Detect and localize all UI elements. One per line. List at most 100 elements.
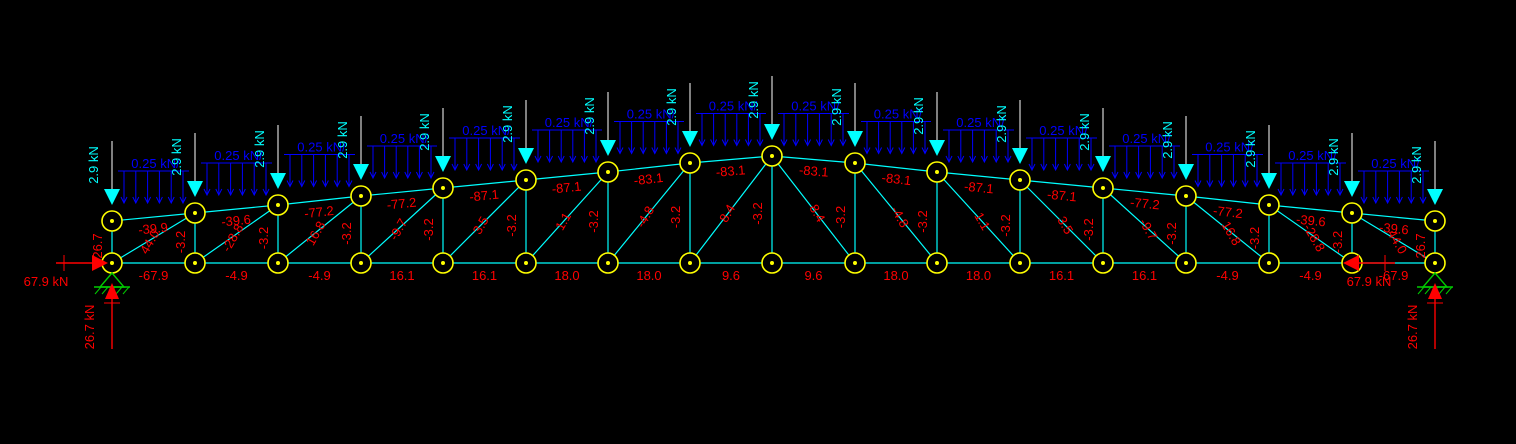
udl-arrowhead [1384,196,1392,205]
joint-center [276,261,280,265]
member-force-labels: -67.9-39.944.0-4.9-39.6-28.8-4.9-77.216.… [90,162,1428,283]
udl-arrowhead [427,171,435,180]
top-chord-member [1268,204,1353,214]
vertical-reaction-arrowhead [105,283,119,299]
udl-arrowhead [227,188,235,197]
udl-arrowhead [298,180,306,188]
udl-arrowhead [1052,163,1060,172]
joint-center [1018,178,1022,182]
udl-arrowhead [238,188,246,197]
udl-arrowhead [1194,180,1202,188]
joint-center [1267,261,1271,265]
diagonal-force-label: 16.8 [1219,219,1245,248]
udl-arrowhead [969,155,977,164]
udl-arrowhead [475,163,483,172]
diagonal-force-label: 16.8 [303,219,329,248]
udl-label: 0.25 kN/ [956,115,1005,130]
udl-arrowhead [628,147,636,155]
joint-center [688,261,692,265]
top-chord-member [689,155,773,164]
point-load-arrowhead [1261,173,1277,189]
top-chord-member [194,204,279,214]
udl-arrowhead [132,196,140,205]
bottom-chord-force-label: -4.9 [1299,268,1321,283]
udl-arrowhead [1277,188,1285,197]
top-chord-member [607,162,691,173]
udl-arrowhead [1336,188,1344,197]
horizontal-reaction-label: 67.9 kN [1347,274,1392,289]
udl-arrowhead [1206,180,1214,188]
point-load-label: 2.9 kN [169,138,184,176]
point-load-arrowhead [1178,164,1194,180]
joint-center [1433,219,1437,223]
point-load-label: 2.9 kN [417,113,432,151]
point-load-label: 2.9 kN [335,121,350,159]
joint-center [524,178,528,182]
udl-arrowhead [1419,196,1427,205]
support-hatch [115,286,123,295]
support-hatch [101,286,109,295]
udl-arrowhead [486,163,494,172]
vertical-force-label: -3.2 [504,214,519,236]
bottom-chord-force-label: -67.9 [139,268,169,283]
joint-center [935,170,939,174]
top-chord-force-label: -77.2 [1212,203,1243,221]
joint-center [193,211,197,215]
bottom-chord-force-label: -67.9 [1379,268,1409,283]
point-load-label: 2.9 kN [994,105,1009,143]
diagonal-member [689,155,773,264]
point-load-arrowhead [682,131,698,147]
udl-arrowhead [1004,155,1012,164]
top-chord-force-label: -39.9 [138,220,169,238]
udl-arrowhead [945,155,953,164]
udl-label: 0.25 kN/ [791,99,840,114]
top-chord-force-label: -39.6 [1295,212,1326,230]
point-load-arrowhead [518,148,534,164]
udl-arrowhead [863,147,871,155]
udl-arrowhead [1312,188,1320,197]
udl-label: 0.25 kN/ [131,156,180,171]
udl-arrowhead [721,139,729,147]
udl-arrowhead [1289,188,1297,197]
point-load-label: 2.9 kN [829,88,844,126]
udl-arrowhead [674,147,682,155]
udl-label: 0.25 kN/ [627,107,676,122]
horizontal-reaction-label: 67.9 kN [24,274,69,289]
top-chord-force-label: -77.2 [386,195,417,213]
udl-arrowhead [710,139,718,147]
udl-arrowhead [167,196,175,205]
joint-center [1350,211,1354,215]
bottom-chord-force-label: 18.0 [636,268,661,283]
point-load-label: 2.9 kN [500,105,515,143]
top-chord-force-label: -87.1 [551,179,582,197]
diagonal-force-label: -9.7 [386,216,410,243]
vertical-force-label: -3.2 [1081,218,1096,240]
udl-arrowhead [815,139,823,147]
udl-arrowhead [510,163,518,172]
point-load-label: 2.9 kN [1160,121,1175,159]
udl-arrowhead [262,188,270,197]
joint-center [441,186,445,190]
top-chord-member [1185,195,1270,206]
bottom-chord-force-label: -4.9 [225,268,247,283]
diagonal-member [360,187,444,264]
udl-label: 0.25 kN/ [1039,123,1088,138]
diagonal-force-label: -9.7 [1136,216,1160,243]
vertical-force-label: -3.2 [173,231,188,253]
vertical-force-label: -3.2 [1247,227,1262,249]
udl-arrowhead [1170,171,1178,180]
point-load-label: 2.9 kN [911,97,926,135]
bottom-chord-force-label: 18.0 [883,268,908,283]
udl-arrowhead [155,196,163,205]
udl-arrowhead [333,180,341,188]
point-load-label: 2.9 kN [252,130,267,168]
joint-center [853,161,857,165]
udl-label: 0.25 kN/ [1122,131,1171,146]
udl-arrowhead [463,163,471,172]
udl-arrowhead [1158,171,1166,180]
bottom-chord-force-label: 16.1 [472,268,497,283]
diagonal-member [194,204,279,264]
support-hatch [1417,286,1425,295]
vertical-force-label: -3.2 [339,222,354,244]
support-hatch [1445,286,1453,295]
